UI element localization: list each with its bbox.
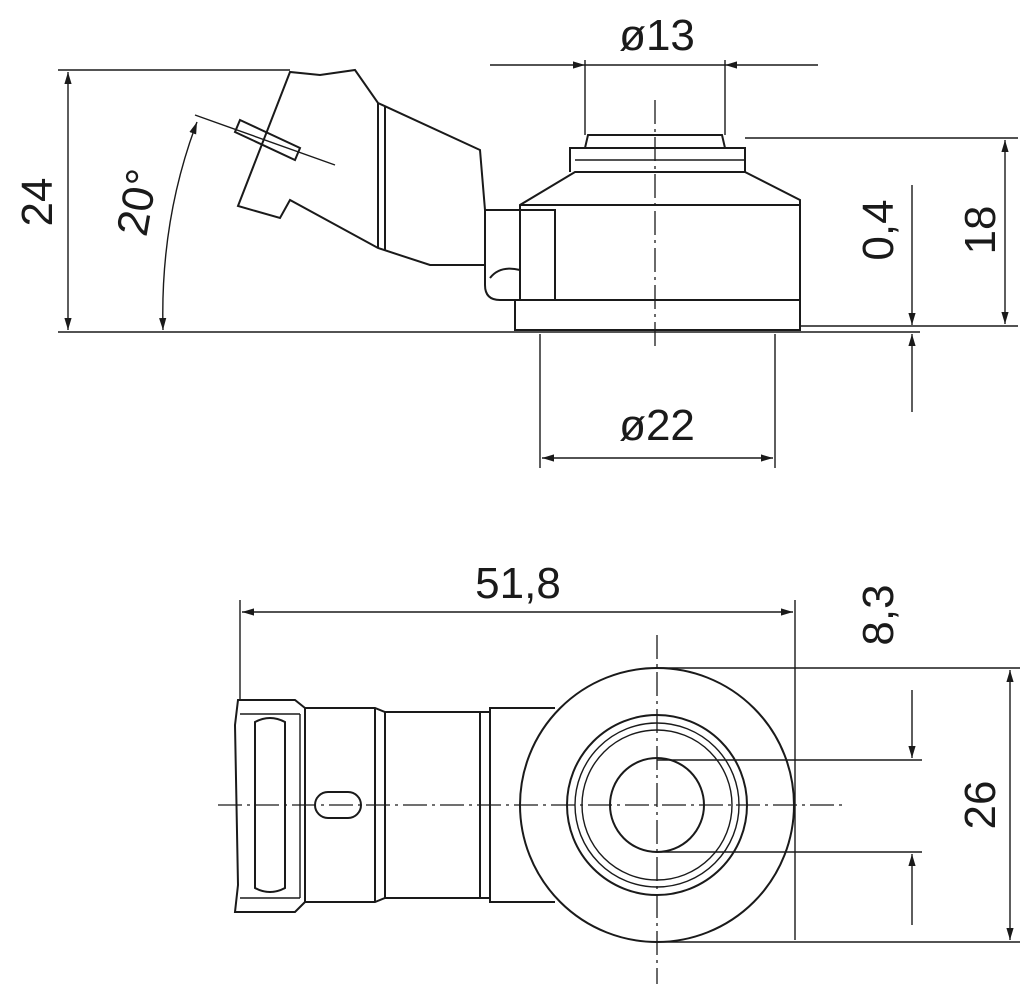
dim-base-diameter: ø22 <box>619 401 695 450</box>
sensor-body <box>514 134 801 331</box>
dim-total-height: 24 <box>13 178 62 227</box>
dim-angle: 20° <box>108 165 168 239</box>
side-view: 24 20° ø13 18 0,4 ø22 <box>13 11 1018 468</box>
top-view: 51,8 26 8,3 <box>218 559 1020 984</box>
dim-bore: 8,3 <box>854 584 903 645</box>
dim-boss-diameter: ø13 <box>619 11 695 60</box>
connector-housing <box>194 68 556 301</box>
dim-outer-diameter: 26 <box>956 781 1005 830</box>
connector-top <box>233 699 555 913</box>
dim-body-height: 18 <box>956 206 1005 255</box>
dim-length: 51,8 <box>475 559 561 608</box>
dim-gap: 0,4 <box>854 199 903 260</box>
